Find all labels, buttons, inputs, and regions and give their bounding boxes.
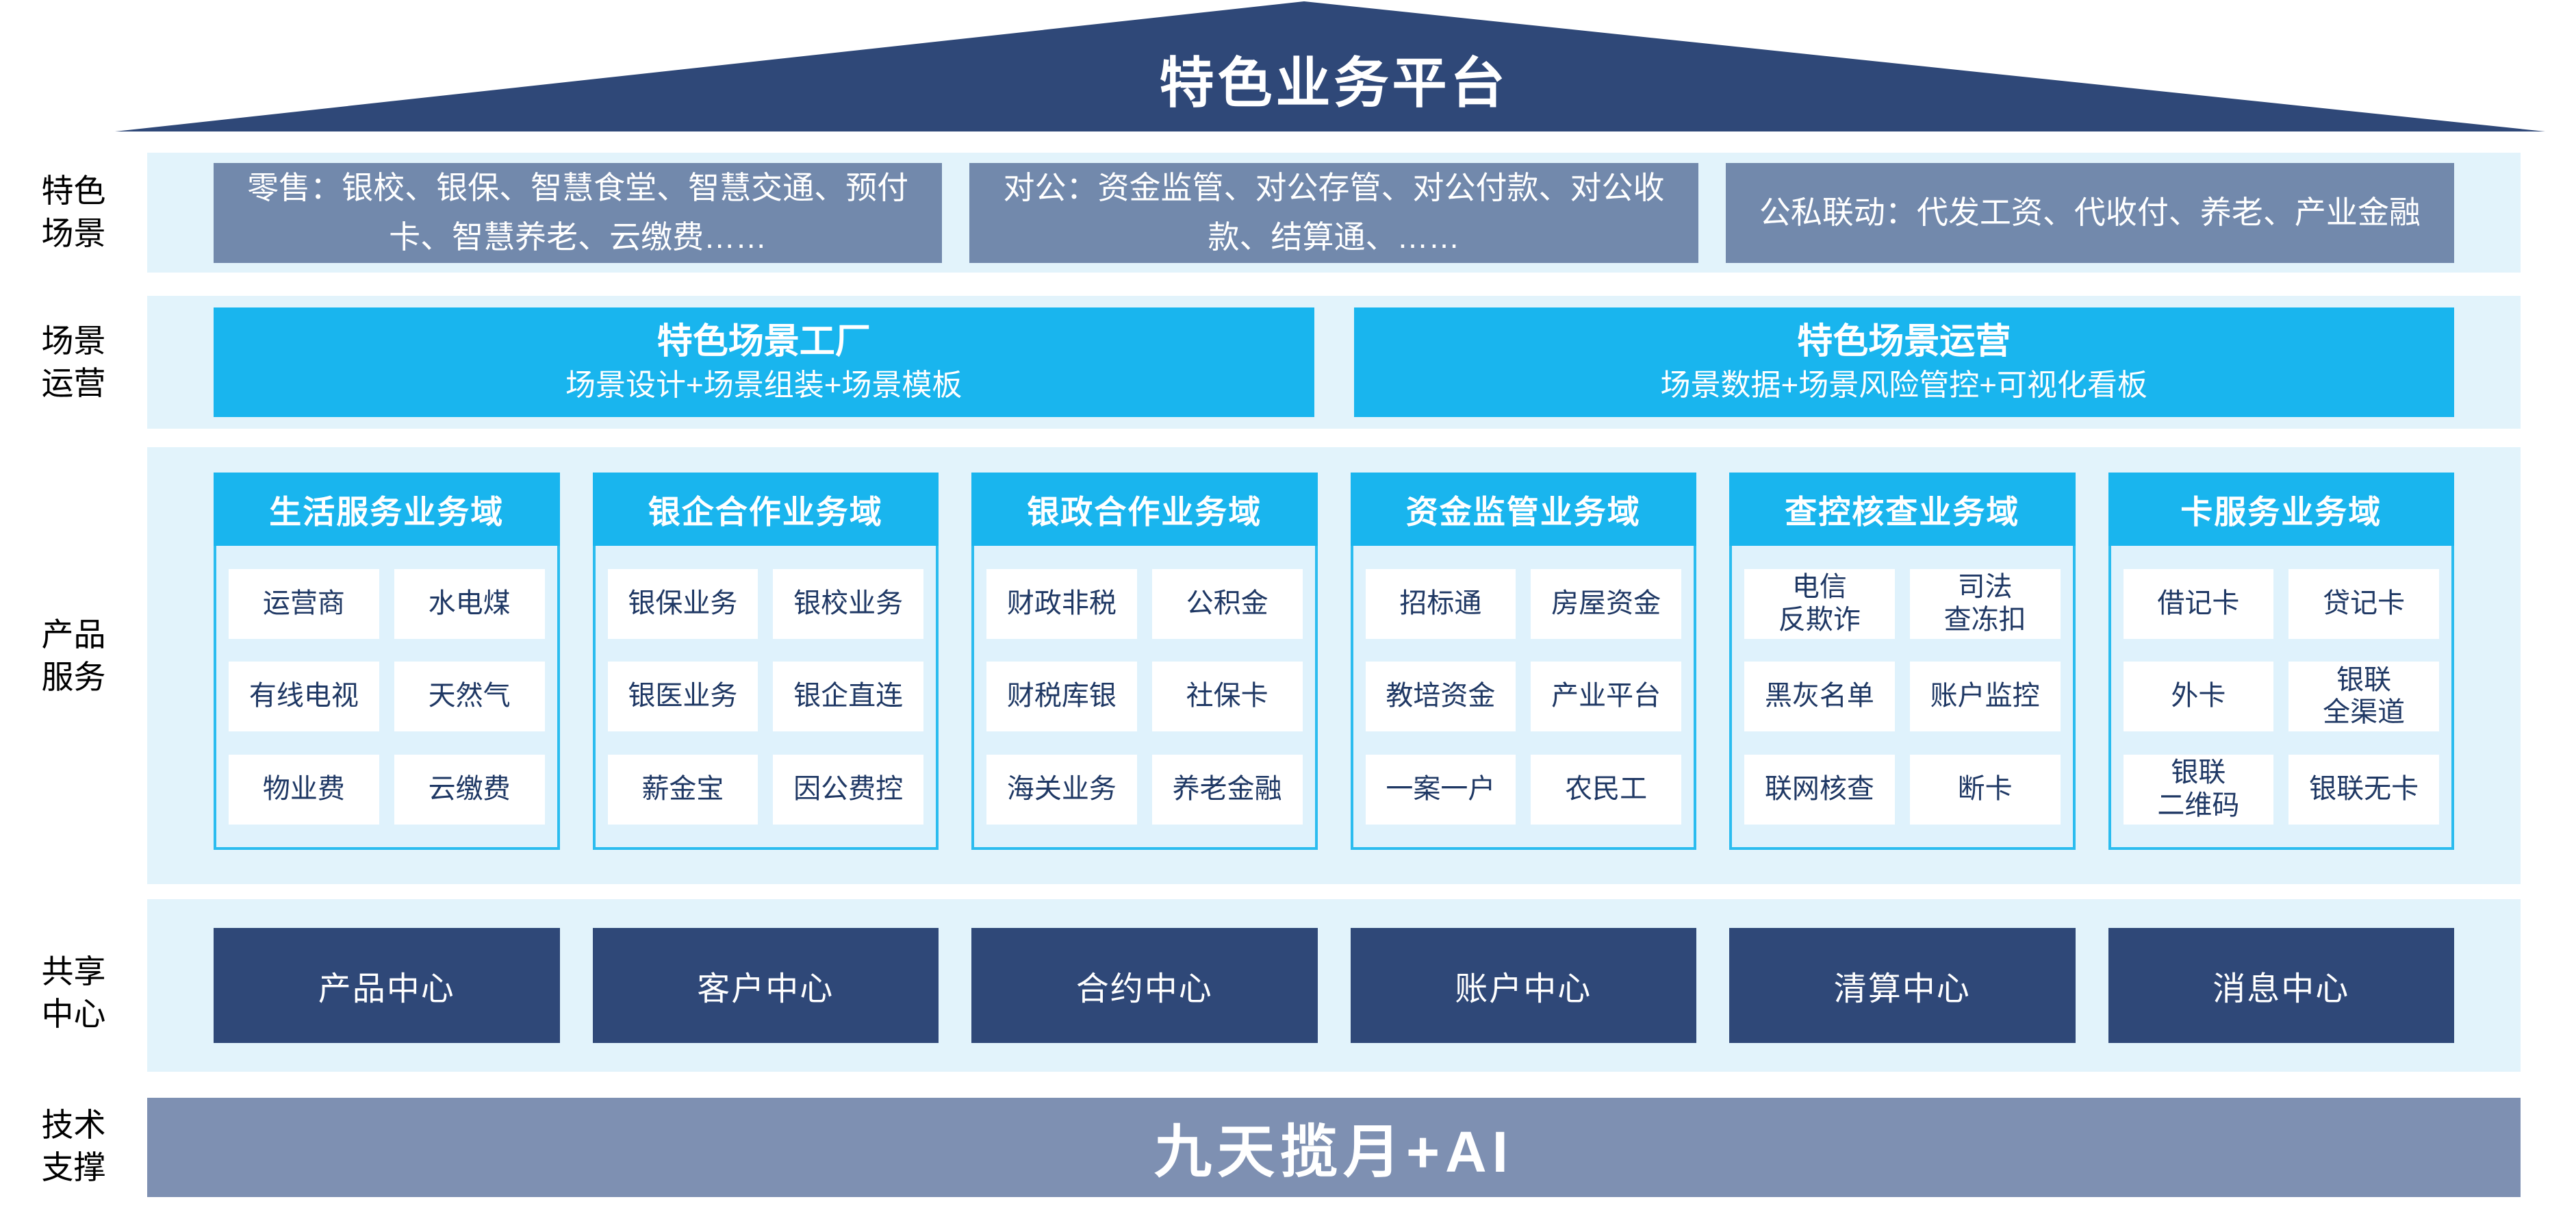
scene-factory-title: 特色场景工厂 <box>656 322 871 362</box>
scene-operation-title: 特色场景运营 <box>1797 322 2011 362</box>
domain-item: 银联 二维码 <box>2123 754 2274 825</box>
domain-item: 银保业务 <box>607 568 758 639</box>
domain-body: 借记卡 贷记卡 外卡 银联 全渠道 银联 二维码 银联无卡 <box>2108 546 2454 850</box>
domain-body: 电信 反欺诈 司法 查冻扣 黑灰名单 账户监控 联网核查 断卡 <box>1729 546 2076 850</box>
scene-factory-box: 特色场景工厂 场景设计+场景组装+场景模板 <box>214 307 1314 417</box>
domain-item: 产业平台 <box>1531 662 1681 731</box>
featured-scenes-row: 零售：银校、银保、智慧食堂、智慧交通、预付卡、智慧养老、云缴费…… 对公：资金监… <box>147 153 2521 273</box>
domain-col-inspection-verification: 查控核查业务域 电信 反欺诈 司法 查冻扣 黑灰名单 账户监控 联网核查 断卡 <box>1729 473 2076 850</box>
side-label-line: 服务 <box>41 659 106 695</box>
side-label-line: 中心 <box>41 996 106 1032</box>
domain-item: 社保卡 <box>1151 662 1303 731</box>
scene-operation-subtitle: 场景数据+场景风险管控+可视化看板 <box>1660 368 2147 402</box>
side-label-product-services: 产品 服务 <box>0 614 147 699</box>
domain-item: 电信 反欺诈 <box>1744 568 1895 639</box>
domain-item: 运营商 <box>229 568 379 639</box>
scene-factory-subtitle: 场景设计+场景组装+场景模板 <box>565 368 962 402</box>
domain-body: 财政非税 公积金 财税库银 社保卡 海关业务 养老金融 <box>971 546 1318 850</box>
domain-item: 云缴费 <box>394 754 545 825</box>
domain-item: 因公费控 <box>773 754 923 825</box>
domain-col-life-services: 生活服务业务域 运营商 水电煤 有线电视 天然气 物业费 云缴费 <box>214 473 560 850</box>
side-label-line: 场景 <box>41 323 106 359</box>
domain-header: 生活服务业务域 <box>214 473 560 546</box>
domain-item: 财税库银 <box>986 662 1137 731</box>
domain-item: 海关业务 <box>986 754 1137 825</box>
side-label-tech-support: 技术 支撑 <box>0 1104 147 1189</box>
domain-item: 薪金宝 <box>607 754 758 825</box>
domain-item: 有线电视 <box>229 662 379 731</box>
domain-item: 银医业务 <box>607 662 758 731</box>
domain-header: 银政合作业务域 <box>971 473 1318 546</box>
domain-item: 司法 查冻扣 <box>1909 568 2061 639</box>
roof-banner-shape <box>115 1 2545 131</box>
scenario-box: 对公：资金监管、对公存管、对公付款、对公收款、结算通、…… <box>969 162 1698 263</box>
domain-item: 银企直连 <box>773 662 923 731</box>
domain-item: 银联 全渠道 <box>2288 662 2439 731</box>
shared-center-box: 消息中心 <box>2108 928 2454 1043</box>
domain-header: 银企合作业务域 <box>592 473 939 546</box>
domain-item: 贷记卡 <box>2288 568 2439 639</box>
side-label-scene-operation: 场景 运营 <box>0 320 147 405</box>
domain-body: 招标通 房屋资金 教培资金 产业平台 一案一户 农民工 <box>1350 546 1696 850</box>
shared-center-box: 账户中心 <box>1350 928 1696 1043</box>
side-label-shared-centers: 共享 中心 <box>0 951 147 1035</box>
domain-body: 银保业务 银校业务 银医业务 银企直连 薪金宝 因公费控 <box>592 546 939 850</box>
domain-col-fund-supervision: 资金监管业务域 招标通 房屋资金 教培资金 产业平台 一案一户 农民工 <box>1350 473 1696 850</box>
domain-header: 查控核查业务域 <box>1729 473 2076 546</box>
scene-operation-box: 特色场景运营 场景数据+场景风险管控+可视化看板 <box>1353 307 2454 417</box>
side-label-line: 共享 <box>41 953 106 990</box>
domain-item: 养老金融 <box>1151 754 1303 825</box>
shared-center-box: 清算中心 <box>1729 928 2076 1043</box>
domain-col-bank-enterprise: 银企合作业务域 银保业务 银校业务 银医业务 银企直连 薪金宝 因公费控 <box>592 473 939 850</box>
domain-header: 卡服务业务域 <box>2108 473 2454 546</box>
domain-item: 账户监控 <box>1909 662 2061 731</box>
domain-col-bank-government: 银政合作业务域 财政非税 公积金 财税库银 社保卡 海关业务 养老金融 <box>971 473 1318 850</box>
domain-item: 银联无卡 <box>2288 754 2439 825</box>
shared-center-box: 产品中心 <box>214 928 560 1043</box>
domain-item: 借记卡 <box>2123 568 2274 639</box>
product-services-row: 生活服务业务域 运营商 水电煤 有线电视 天然气 物业费 云缴费 银企合作业务域 <box>147 447 2521 884</box>
side-label-line: 特色 <box>41 173 106 209</box>
domain-item: 水电煤 <box>394 568 545 639</box>
side-label-featured-scenes: 特色 场景 <box>0 170 147 255</box>
side-label-line: 技术 <box>41 1107 106 1143</box>
domain-item: 天然气 <box>394 662 545 731</box>
domain-item: 黑灰名单 <box>1744 662 1895 731</box>
side-label-line: 运营 <box>41 365 106 401</box>
domain-header: 资金监管业务域 <box>1350 473 1696 546</box>
domain-item: 断卡 <box>1909 754 2061 825</box>
scenario-box: 零售：银校、银保、智慧食堂、智慧交通、预付卡、智慧养老、云缴费…… <box>214 162 943 263</box>
shared-center-box: 客户中心 <box>592 928 939 1043</box>
domain-item: 公积金 <box>1151 568 1303 639</box>
tech-support-label: 九天揽月+AI <box>1153 1120 1514 1184</box>
tech-support-bar: 九天揽月+AI <box>147 1098 2521 1197</box>
scene-operation-row: 特色场景工厂 场景设计+场景组装+场景模板 特色场景运营 场景数据+场景风险管控… <box>147 296 2521 429</box>
domain-item: 外卡 <box>2123 662 2274 731</box>
scenario-box: 公私联动：代发工资、代收付、养老、产业金融 <box>1725 162 2454 263</box>
domain-item: 房屋资金 <box>1531 568 1681 639</box>
domain-item: 银校业务 <box>773 568 923 639</box>
domain-item: 联网核查 <box>1744 754 1895 825</box>
domain-col-card-services: 卡服务业务域 借记卡 贷记卡 外卡 银联 全渠道 银联 二维码 银联无卡 <box>2108 473 2454 850</box>
side-label-line: 支撑 <box>41 1149 106 1185</box>
platform-title: 特色业务平台 <box>1159 53 1509 114</box>
shared-center-box: 合约中心 <box>971 928 1318 1043</box>
domain-item: 招标通 <box>1365 568 1516 639</box>
domain-item: 物业费 <box>229 754 379 825</box>
side-label-line: 场景 <box>41 215 106 251</box>
shared-centers-row: 产品中心 客户中心 合约中心 账户中心 清算中心 消息中心 <box>147 899 2521 1072</box>
domain-item: 财政非税 <box>986 568 1137 639</box>
domain-body: 运营商 水电煤 有线电视 天然气 物业费 云缴费 <box>214 546 560 850</box>
domain-item: 一案一户 <box>1365 754 1516 825</box>
domain-item: 农民工 <box>1531 754 1681 825</box>
domain-item: 教培资金 <box>1365 662 1516 731</box>
side-label-line: 产品 <box>41 616 106 653</box>
